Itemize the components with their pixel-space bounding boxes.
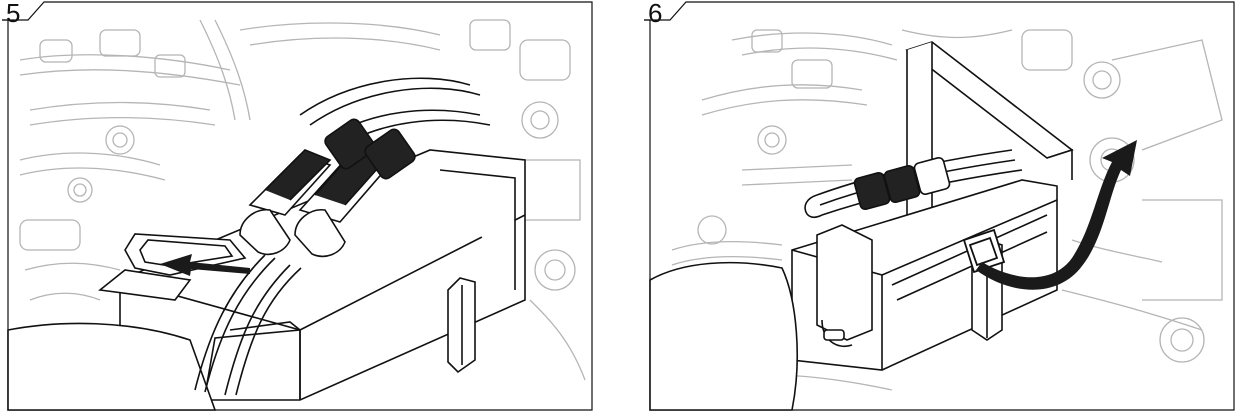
battery-mount (816, 224, 873, 347)
arrow-left-icon (160, 254, 250, 276)
deans-connectors (239, 118, 416, 258)
hand-grip (649, 261, 798, 411)
step-6-number: 6 (648, 0, 663, 28)
deans-connectors (853, 156, 951, 211)
step-5-number: 5 (6, 0, 21, 28)
velcro-strap (962, 228, 1006, 274)
step-6-illustration (644, 1, 1235, 411)
arrow-up-over-icon (976, 140, 1137, 290)
hand-grip (7, 322, 217, 411)
step-6-panel: 6 (642, 0, 1236, 412)
step-5-illustration (2, 1, 593, 411)
step-5-panel: 5 (0, 0, 594, 412)
